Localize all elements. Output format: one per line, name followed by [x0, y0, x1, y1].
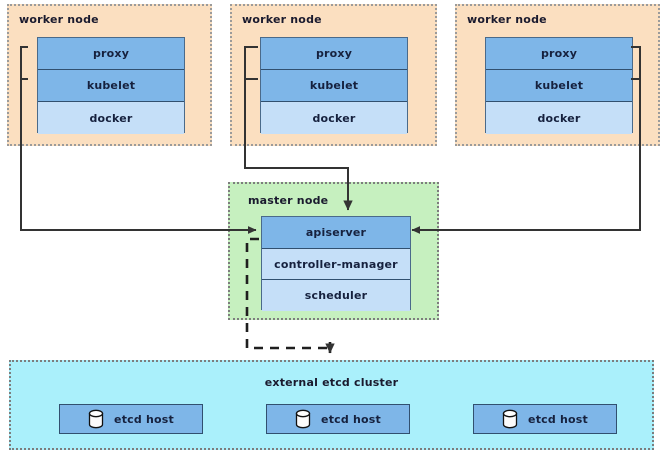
worker-node-group-1: worker node proxy kubelet docker [7, 4, 212, 146]
worker-component-stack-3: proxy kubelet docker [485, 37, 633, 134]
etcd-host-label-1: etcd host [114, 412, 174, 426]
etcd-host-2[interactable]: etcd host [266, 404, 410, 434]
worker-node-group-3: worker node proxy kubelet docker [455, 4, 660, 146]
component-docker-2[interactable]: docker [261, 102, 407, 134]
component-kubelet-1[interactable]: kubelet [38, 70, 184, 102]
etcd-cluster-title: external etcd cluster [264, 376, 399, 389]
etcd-host-label-3: etcd host [528, 412, 588, 426]
component-docker-3[interactable]: docker [486, 102, 632, 134]
worker-node-group-2: worker node proxy kubelet docker [230, 4, 437, 146]
etcd-cluster-group: external etcd cluster etcd host etcd hos… [9, 360, 654, 450]
database-cylinder-icon [502, 409, 518, 429]
master-component-stack: apiserver controller-manager scheduler [261, 216, 411, 311]
worker-component-stack-1: proxy kubelet docker [37, 37, 185, 134]
component-proxy-1[interactable]: proxy [38, 38, 184, 70]
worker-node-title-1: worker node [19, 13, 99, 26]
etcd-host-3[interactable]: etcd host [473, 404, 617, 434]
master-node-group: master node apiserver controller-manager… [228, 182, 439, 320]
database-cylinder-icon [295, 409, 311, 429]
master-node-title: master node [248, 194, 329, 207]
component-docker-1[interactable]: docker [38, 102, 184, 134]
worker-node-title-3: worker node [467, 13, 547, 26]
worker-component-stack-2: proxy kubelet docker [260, 37, 408, 134]
component-apiserver[interactable]: apiserver [262, 217, 410, 249]
component-kubelet-3[interactable]: kubelet [486, 70, 632, 102]
component-proxy-2[interactable]: proxy [261, 38, 407, 70]
component-controller-manager[interactable]: controller-manager [262, 249, 410, 280]
component-kubelet-2[interactable]: kubelet [261, 70, 407, 102]
worker-node-title-2: worker node [242, 13, 322, 26]
component-scheduler[interactable]: scheduler [262, 280, 410, 311]
etcd-host-label-2: etcd host [321, 412, 381, 426]
etcd-host-1[interactable]: etcd host [59, 404, 203, 434]
component-proxy-3[interactable]: proxy [486, 38, 632, 70]
database-cylinder-icon [88, 409, 104, 429]
